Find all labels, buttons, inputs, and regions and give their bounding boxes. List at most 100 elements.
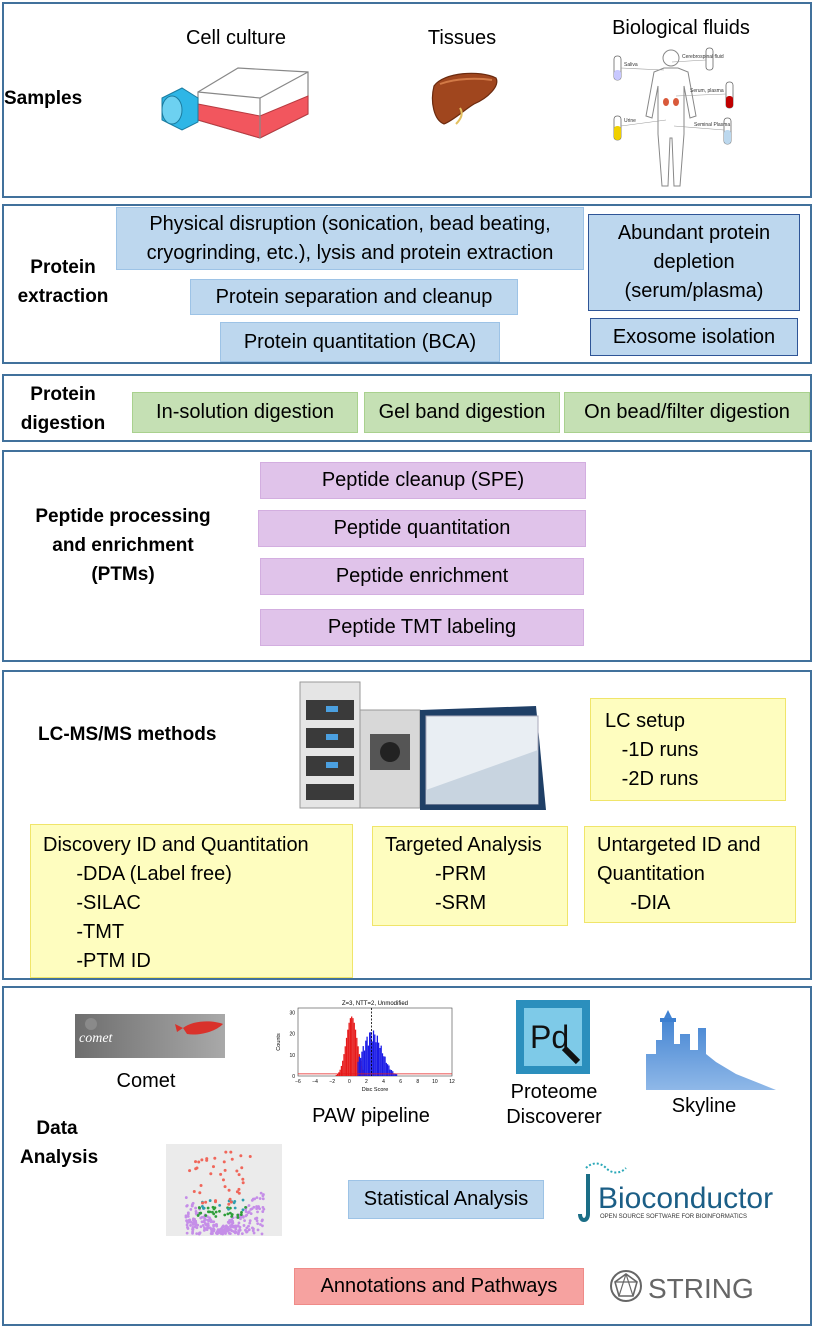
volcano-point — [185, 1231, 189, 1235]
paw-x-tick-label: 12 — [449, 1079, 455, 1085]
discovery-item: -SILAC — [43, 892, 141, 914]
volcano-point — [208, 1216, 211, 1220]
volcano-point — [188, 1220, 192, 1224]
volcano-point — [241, 1181, 245, 1185]
discovery-item: -TMT — [43, 921, 125, 943]
volcano-point — [227, 1231, 231, 1235]
volcano-point — [235, 1169, 239, 1173]
peptide-processing-label-line2: and enrichment — [52, 535, 194, 556]
volcano-point — [191, 1228, 194, 1231]
volcano-point — [226, 1226, 230, 1229]
volcano-point — [205, 1158, 209, 1162]
volcano-point — [189, 1224, 192, 1227]
volcano-point — [253, 1217, 257, 1221]
paw-bar-target — [366, 1036, 368, 1076]
lc-setup-item: -2D runs — [605, 768, 699, 790]
paw-bar-decoy — [349, 1018, 352, 1076]
volcano-point — [227, 1202, 231, 1206]
volcano-point — [195, 1232, 199, 1236]
volcano-point — [206, 1226, 210, 1230]
proteome-discoverer-label: Proteome Discoverer — [494, 1080, 614, 1130]
discovery-item: -DDA (Label free) — [43, 863, 232, 885]
volcano-point — [248, 1154, 252, 1158]
paw-bar-decoy — [335, 1074, 337, 1076]
volcano-point — [240, 1210, 243, 1214]
paw-bar-decoy — [352, 1018, 354, 1076]
volcano-point — [206, 1218, 210, 1222]
volcano-point — [240, 1232, 244, 1236]
bioconductor-logo-icon: Bioconductor OPEN SOURCE SOFTWARE FOR BI… — [578, 1162, 773, 1222]
exosome-isolation-box: Exosome isolation — [590, 318, 798, 356]
volcano-point — [250, 1198, 254, 1202]
paw-bar-target — [363, 1050, 366, 1076]
untargeted-title-line2: Quantitation — [597, 863, 705, 885]
peptide-enrichment-box: Peptide enrichment — [260, 558, 584, 595]
volcano-point — [204, 1200, 208, 1204]
volcano-point — [248, 1221, 252, 1225]
paw-bar-decoy — [339, 1069, 341, 1076]
paw-bar-target — [386, 1064, 389, 1076]
paw-bar-decoy — [353, 1022, 355, 1076]
paw-bar-target — [390, 1070, 393, 1076]
volcano-point — [249, 1212, 253, 1216]
paw-bar-target — [372, 1030, 375, 1076]
discovery-title: Discovery ID and Quantitation — [43, 834, 309, 856]
proteome-discoverer-logo-icon: Pd — [516, 1000, 590, 1074]
statistical-analysis-box: Statistical Analysis — [348, 1180, 544, 1219]
paw-bar-target — [360, 1057, 362, 1076]
volcano-plot-icon — [166, 1144, 282, 1236]
liver-tissue-icon — [431, 72, 498, 125]
discovery-item: -PTM ID — [43, 950, 151, 972]
paw-bar-decoy — [348, 1022, 350, 1076]
volcano-point — [241, 1208, 245, 1212]
peptide-processing-label: Peptide processing and enrichment (PTMs) — [20, 502, 226, 589]
volcano-point — [200, 1215, 204, 1219]
volcano-point — [247, 1224, 250, 1228]
paw-x-tick-label: −2 — [329, 1079, 335, 1085]
volcano-point — [199, 1225, 203, 1229]
volcano-point — [229, 1150, 233, 1154]
volcano-point — [214, 1215, 218, 1218]
volcano-point — [204, 1214, 208, 1217]
volcano-point — [198, 1211, 202, 1215]
paw-bar-target — [380, 1045, 382, 1076]
volcano-point — [238, 1225, 242, 1229]
volcano-point — [244, 1210, 248, 1214]
volcano-point — [186, 1214, 190, 1218]
volcano-point — [197, 1232, 201, 1236]
volcano-point — [247, 1211, 250, 1215]
volcano-point — [233, 1230, 237, 1234]
volcano-point — [209, 1227, 213, 1231]
volcano-point — [245, 1226, 249, 1230]
volcano-point — [191, 1230, 195, 1234]
physical-disruption-box: Physical disruption (sonication, bead be… — [116, 207, 584, 270]
volcano-point — [261, 1210, 265, 1213]
volcano-point — [228, 1197, 232, 1201]
volcano-point — [185, 1223, 189, 1227]
paw-pipeline-label: PAW pipeline — [312, 1105, 430, 1127]
volcano-point — [197, 1206, 201, 1209]
volcano-point — [194, 1160, 198, 1164]
volcano-point — [224, 1150, 228, 1154]
on-bead-digestion-box: On bead/filter digestion — [564, 392, 810, 433]
volcano-point — [258, 1197, 262, 1200]
targeted-item: -SRM — [385, 892, 487, 914]
untargeted-item: -DIA — [597, 892, 671, 914]
paw-bar-decoy — [343, 1054, 345, 1076]
depletion-line1: Abundant protein — [617, 222, 771, 244]
paw-x-tick-label: 4 — [382, 1079, 385, 1085]
volcano-point — [192, 1190, 196, 1194]
fluid-label-urine: Urine — [624, 118, 636, 124]
volcano-point — [215, 1230, 219, 1234]
data-analysis-label: Data Analysis — [20, 1114, 98, 1172]
volcano-point — [233, 1199, 237, 1203]
pd-logo-text: Pd — [530, 1019, 569, 1055]
volcano-point — [195, 1166, 199, 1170]
paw-bar-target — [377, 1042, 380, 1076]
volcano-point — [211, 1205, 215, 1209]
paw-bar-target — [381, 1053, 384, 1076]
skyline-label: Skyline — [671, 1095, 737, 1117]
volcano-point — [206, 1210, 210, 1214]
volcano-point — [237, 1187, 241, 1191]
